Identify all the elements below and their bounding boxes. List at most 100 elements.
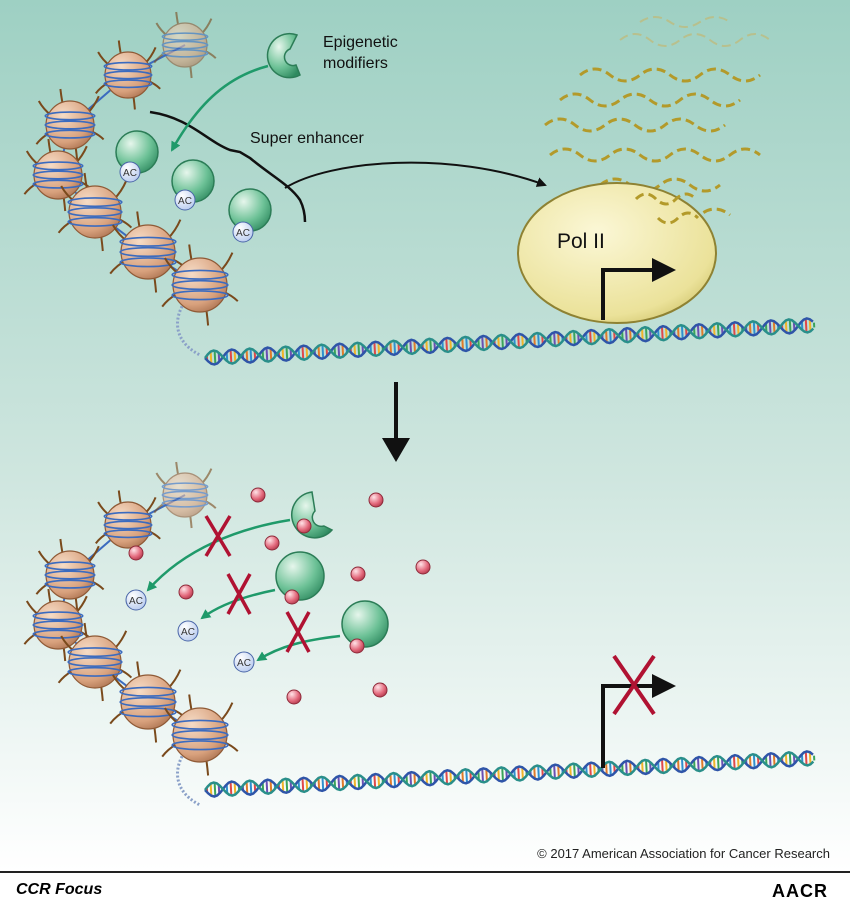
dna-bottom-base-pair xyxy=(231,782,232,796)
pol2-label: Pol II xyxy=(557,230,605,254)
dna-top-base-pair xyxy=(790,319,791,333)
dna-bottom-base-pair xyxy=(646,760,647,774)
dna-top-base-pair xyxy=(770,321,771,335)
dna-bottom-base-pair xyxy=(806,752,807,766)
dna-top-base-pair xyxy=(231,350,232,364)
dna-bottom-base-pair xyxy=(754,754,755,768)
dna-bottom-base-pair xyxy=(430,771,431,785)
acetyl-mark: AC xyxy=(120,162,140,182)
dna-top-base-pair xyxy=(662,326,663,340)
dna-top-base-pair xyxy=(251,349,252,363)
dna-bottom-base-pair xyxy=(718,756,719,770)
dna-bottom-base-pair xyxy=(374,774,375,788)
histone-core xyxy=(46,551,94,599)
histone-core xyxy=(34,601,82,649)
epigenetic-label-line2: modifiers xyxy=(323,53,398,74)
dna-bottom-base-pair xyxy=(626,761,627,775)
histone-core xyxy=(121,225,175,279)
histone-core xyxy=(105,52,151,98)
inhibitor-molecule xyxy=(416,560,430,574)
dna-top-base-pair xyxy=(806,319,807,333)
dna-top-base-pair xyxy=(538,333,539,347)
dna-top-base-pair xyxy=(626,328,627,342)
dna-bottom-base-pair xyxy=(215,783,216,797)
dna-bottom-base-pair xyxy=(590,763,591,777)
inhibitor-molecule xyxy=(179,585,193,599)
dna-top-base-pair xyxy=(410,340,411,354)
super-enhancer-label: Super enhancer xyxy=(250,130,364,148)
dna-top-base-pair xyxy=(338,344,339,358)
acetyl-mark: AC xyxy=(126,590,146,610)
dna-top-base-pair xyxy=(502,335,503,349)
dna-bottom-base-pair xyxy=(698,757,699,771)
histone-core xyxy=(69,186,121,238)
dna-bottom-base-pair xyxy=(502,768,503,782)
dna-top-base-pair xyxy=(754,321,755,335)
dna-top-base-pair xyxy=(394,341,395,355)
dna-bottom-base-pair xyxy=(358,775,359,789)
dna-bottom-base-pair xyxy=(466,769,467,783)
dna-top-base-pair xyxy=(374,342,375,356)
inhibitor-molecule xyxy=(369,493,383,507)
dna-top-base-pair xyxy=(574,331,575,345)
inhibitor-molecule xyxy=(251,488,265,502)
dna-top-base-pair xyxy=(322,345,323,359)
dna-top-base-pair xyxy=(734,322,735,336)
dna-top-base-pair xyxy=(430,339,431,353)
dna-top-base-pair xyxy=(646,327,647,341)
acetyl-mark: AC xyxy=(175,190,195,210)
dna-top-base-pair xyxy=(698,324,699,338)
dna-bottom-base-pair xyxy=(410,772,411,786)
acetyl-mark-label: AC xyxy=(236,228,250,239)
dna-bottom-base-pair xyxy=(394,773,395,787)
epigenetic-modifiers-label: Epigenetic modifiers xyxy=(323,32,398,74)
histone-core xyxy=(163,23,207,67)
dna-bottom-base-pair xyxy=(482,769,483,783)
background xyxy=(0,0,850,871)
dna-bottom-base-pair xyxy=(790,752,791,766)
histone-core xyxy=(173,258,227,312)
histone-core xyxy=(121,675,175,729)
dna-bottom-base-pair xyxy=(322,777,323,791)
dna-bottom-base-pair xyxy=(518,767,519,781)
dna-top-base-pair xyxy=(590,330,591,344)
dna-bottom-base-pair xyxy=(251,781,252,795)
dna-top-base-pair xyxy=(267,348,268,362)
acetyl-mark-label: AC xyxy=(178,196,192,207)
pol2-complex xyxy=(518,183,716,323)
dna-top-base-pair xyxy=(358,343,359,357)
histone-core xyxy=(105,502,151,548)
dna-bottom-base-pair xyxy=(662,759,663,773)
acetyl-mark-label: AC xyxy=(129,596,143,607)
acetyl-mark: AC xyxy=(178,621,198,641)
journal-name: CCR Focus xyxy=(16,881,102,899)
inhibitor-molecule xyxy=(129,546,143,560)
dna-top-base-pair xyxy=(718,323,719,337)
inhibitor-molecule xyxy=(373,683,387,697)
dna-bottom-base-pair xyxy=(287,779,288,793)
dna-bottom-base-pair xyxy=(734,755,735,769)
dna-top-base-pair xyxy=(482,336,483,350)
inhibitor-molecule xyxy=(351,567,365,581)
dna-bottom-base-pair xyxy=(574,764,575,778)
dna-bottom-base-pair xyxy=(682,758,683,772)
dna-top-base-pair xyxy=(554,332,555,346)
inhibitor-molecule xyxy=(265,536,279,550)
dna-bottom-base-pair xyxy=(610,762,611,776)
inhibitor-molecule xyxy=(287,690,301,704)
dna-bottom-base-pair xyxy=(554,765,555,779)
dna-top-base-pair xyxy=(446,338,447,352)
acetyl-mark: AC xyxy=(234,652,254,672)
acetyl-mark-label: AC xyxy=(237,658,251,669)
dna-top-base-pair xyxy=(610,329,611,343)
aacr-logo: AACR xyxy=(772,881,828,902)
footer-bar: CCR Focus AACR xyxy=(0,871,850,906)
dna-top-base-pair xyxy=(287,347,288,361)
dna-top-base-pair xyxy=(215,351,216,365)
acetyl-mark: AC xyxy=(233,222,253,242)
dna-bottom-base-pair xyxy=(446,770,447,784)
acetyl-mark-label: AC xyxy=(123,168,137,179)
histone-core xyxy=(163,473,207,517)
